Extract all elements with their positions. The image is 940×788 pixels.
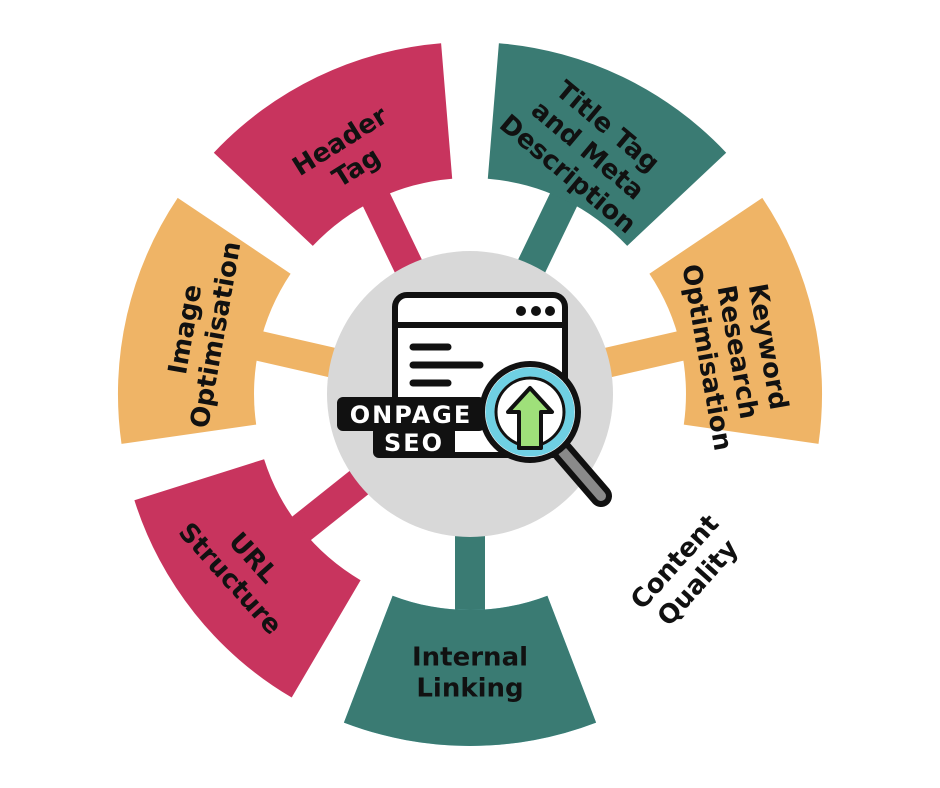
badge-line-2: SEO bbox=[384, 429, 444, 457]
label-line: Internal bbox=[412, 643, 528, 673]
segment-image-optimisation bbox=[343, 595, 597, 746]
connector-content-quality bbox=[598, 330, 686, 379]
badge-line-1: ONPAGE bbox=[350, 401, 473, 429]
magnifier-arrow-icon bbox=[479, 361, 612, 507]
segment-header-tag bbox=[117, 197, 291, 444]
onpage-seo-badge: ONPAGE SEO bbox=[337, 397, 485, 458]
segment-group bbox=[117, 43, 823, 746]
label-content-quality: ContentQuality bbox=[625, 509, 748, 636]
segment-content-quality bbox=[649, 197, 823, 444]
segment-url-structure bbox=[134, 459, 361, 698]
label-line: Linking bbox=[416, 674, 523, 704]
connector-url-structure bbox=[290, 466, 374, 542]
connector-title-tag-meta bbox=[361, 191, 425, 279]
segment-title-tag-meta bbox=[213, 43, 453, 246]
connector-header-tag bbox=[254, 330, 342, 379]
connector-keyword-research bbox=[515, 191, 579, 279]
segment-keyword-research bbox=[487, 43, 727, 246]
connector-group bbox=[254, 191, 686, 612]
center-hub: ONPAGE SEO bbox=[327, 251, 613, 537]
